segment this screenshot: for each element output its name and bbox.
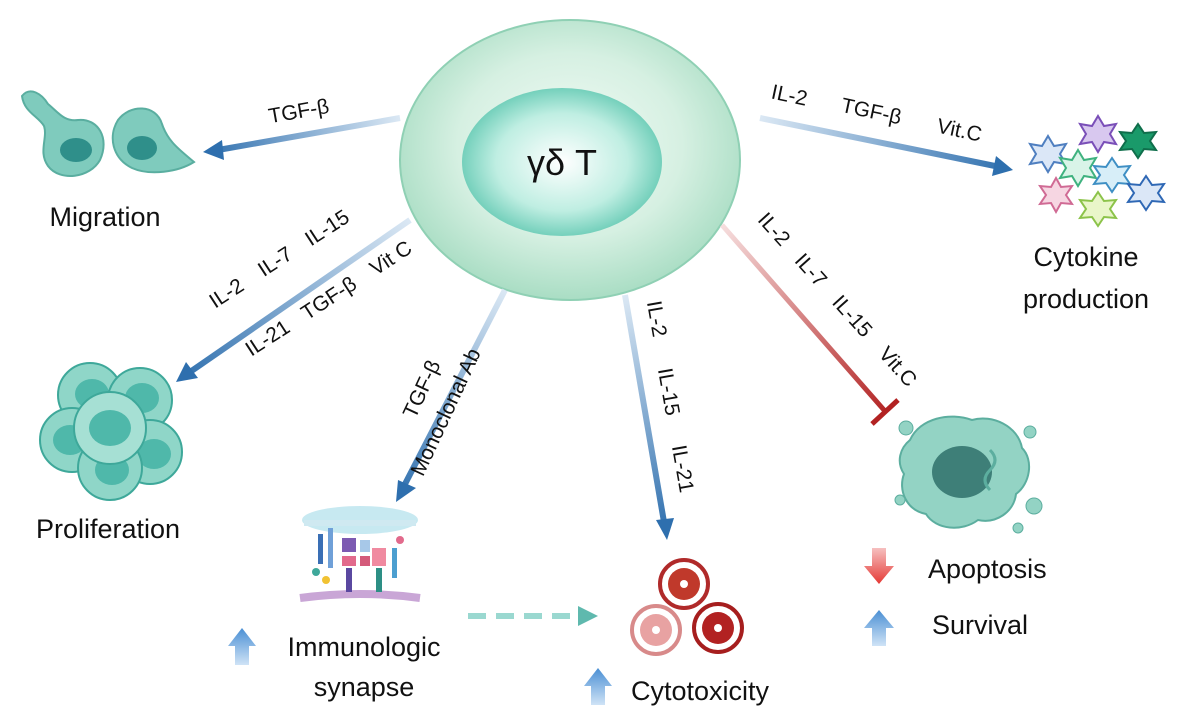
synapse-to-cytotoxicity-dashed-arrow [468, 606, 598, 626]
apoptosis-down-arrow-icon [864, 548, 894, 584]
synapse-icon [299, 506, 421, 602]
dividing-cells-icon [39, 362, 183, 501]
cytotoxicity-up-arrow-icon [584, 668, 612, 705]
gamma-delta-t-cell: γδ T [399, 19, 741, 301]
cytokine-stars-icon [1028, 114, 1166, 228]
cytokine-title-line1: Cytokine [1033, 242, 1138, 272]
apoptosis-factor-il15: IL-15 [827, 291, 876, 342]
cytotoxicity-factor-il2: IL-2 [642, 299, 671, 339]
cytotoxicity-factor-il15: IL-15 [653, 366, 684, 417]
survival-up-arrow-icon [864, 610, 894, 646]
radiation-hazard-icon [630, 558, 744, 656]
apoptosis-label: Apoptosis [928, 554, 1047, 584]
apoptosis-factor-il7: IL-7 [790, 249, 831, 291]
apoptotic-cell-icon [894, 415, 1043, 534]
cytokine-factor-vitc: Vit.C [935, 115, 984, 147]
apoptosis-factor-vitc: Vit.C [874, 343, 921, 392]
synapse-up-arrow-icon [228, 628, 256, 665]
cytokine-title-line2: production [1023, 284, 1149, 314]
migration-title: Migration [49, 202, 160, 232]
synapse-title-line1: Immunologic [287, 632, 440, 662]
cytokine-branch: IL-2 TGF-β Vit.C Cytokine production [759, 81, 1166, 314]
cytokine-factor-il2: IL-2 [769, 81, 809, 111]
cytokine-factor-tgfb: TGF-β [839, 94, 904, 129]
apoptosis-branch: IL-2 IL-7 IL-15 Vit.C Apoptosis Survival [720, 208, 1047, 646]
proliferation-factor-il7: IL-7 [254, 242, 297, 281]
synapse-branch: TGF-β Monoclonal Ab Immunologic synapse [228, 288, 598, 702]
proliferation-factor-il21: IL-21 [241, 316, 294, 361]
center-label: γδ T [527, 142, 597, 183]
proliferation-title: Proliferation [36, 514, 180, 544]
proliferation-factor-tgfb: TGF-β [297, 272, 361, 325]
migration-factor-tgfb: TGF-β [267, 95, 331, 128]
proliferation-factor-il15: IL-15 [301, 205, 354, 250]
migrating-cells-icon [20, 90, 196, 178]
proliferation-branch: IL-2 IL-7 IL-15 IL-21 TGF-β Vit C Prolif… [36, 205, 416, 544]
cytotoxicity-title: Cytotoxicity [631, 676, 770, 706]
cytotoxicity-factor-il21: IL-21 [667, 443, 698, 494]
apoptosis-factor-il2: IL-2 [753, 208, 794, 250]
survival-label: Survival [932, 610, 1028, 640]
proliferation-factor-il2: IL-2 [205, 274, 248, 313]
migration-branch: TGF-β Migration [20, 90, 401, 232]
synapse-title-line2: synapse [314, 672, 415, 702]
cytotoxicity-branch: IL-2 IL-15 IL-21 Cytotoxicity [584, 294, 770, 706]
